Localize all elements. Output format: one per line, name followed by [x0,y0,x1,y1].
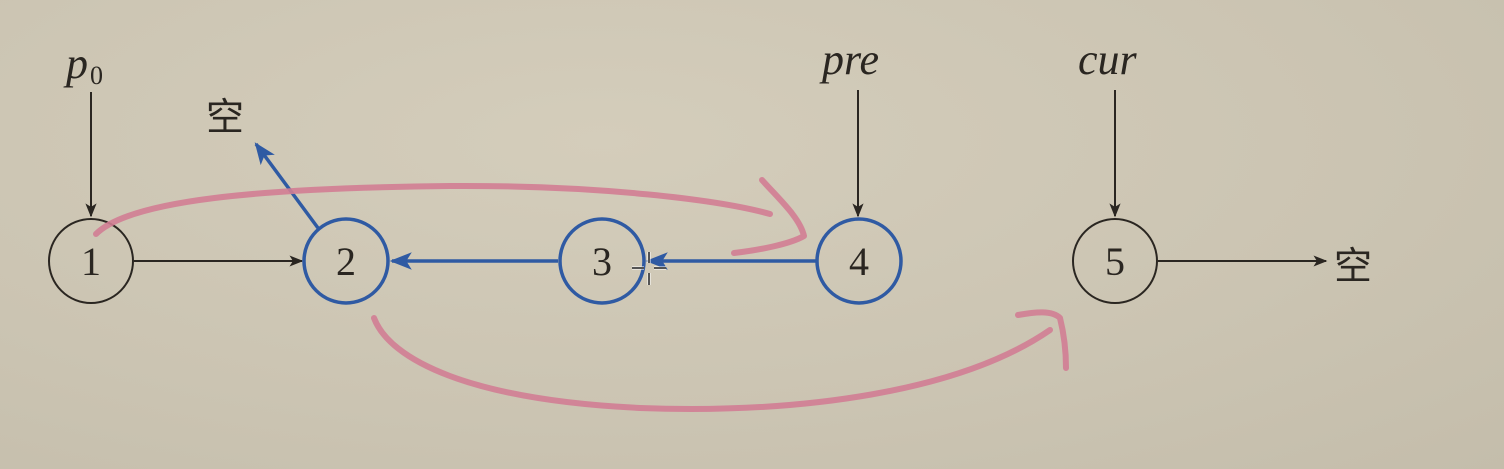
node-4: 4 [815,217,903,305]
node-4-label: 4 [849,239,869,284]
annotation-arrowhead-top [731,177,807,256]
null-label-top: 空 [206,95,244,139]
annotation-arrowhead-bottom [1015,309,1069,371]
node-5: 5 [1072,218,1158,304]
node-2-circle [302,217,390,305]
crosshair-cursor-outline [632,252,666,285]
node-1-circle [48,218,134,304]
node-3: 3 [558,217,646,305]
pointer-cur-label: cur [1078,35,1138,84]
node-4-circle [815,217,903,305]
node-1: 1 [48,218,134,304]
node-5-label: 5 [1105,239,1125,284]
pointer-pre-label: pre [819,35,879,84]
node-1-label: 1 [81,239,101,284]
annotation-curve-bottom [371,315,1053,412]
edge-2-to-null [254,142,320,230]
annotation-curve-top [93,182,773,237]
node-2: 2 [302,217,390,305]
node-3-circle [558,217,646,305]
null-label-right: 空 [1334,244,1372,288]
pointer-p0-label: p0 [63,39,103,90]
node-2-label: 2 [336,239,356,284]
node-3-label: 3 [592,239,612,284]
node-5-circle [1072,218,1158,304]
